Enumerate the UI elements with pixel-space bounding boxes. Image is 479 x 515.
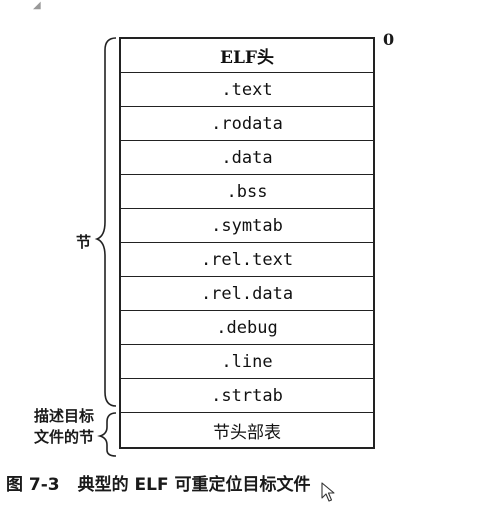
section-row: .debug (121, 311, 373, 345)
brace-group (94, 37, 117, 457)
figure-title: 典型的 ELF 可重定位目标文件 (77, 475, 311, 495)
section-row: ELF头 (121, 39, 373, 73)
figure-caption: 图 7-3 典型的 ELF 可重定位目标文件 (6, 470, 311, 495)
section-row: .symtab (121, 209, 373, 243)
mouse-pointer-icon (321, 482, 335, 502)
corner-mark: ◢ (33, 0, 41, 11)
section-row: .rodata (121, 107, 373, 141)
section-row: .bss (121, 175, 373, 209)
section-row: .strtab (121, 379, 373, 413)
sections-brace (94, 37, 117, 407)
section-row: .rel.data (121, 277, 373, 311)
sections-label: 节 (76, 233, 92, 251)
figure-number: 图 7-3 (6, 475, 60, 495)
offset-zero-label: 0 (383, 30, 395, 49)
elf-section-stack: ELF头.text.rodata.data.bss.symtab.rel.tex… (119, 37, 375, 449)
section-row: .data (121, 141, 373, 175)
sht-label-line2: 文件的节 (33, 428, 94, 446)
section-header-table-label: 描述目标 文件的节 (6, 406, 94, 448)
section-row: .line (121, 345, 373, 379)
section-row: 节头部表 (213, 422, 281, 443)
sht-label-line1: 描述目标 (33, 407, 94, 425)
section-header-table-brace (97, 412, 117, 457)
section-row: .rel.text (121, 243, 373, 277)
section-row: .text (121, 73, 373, 107)
